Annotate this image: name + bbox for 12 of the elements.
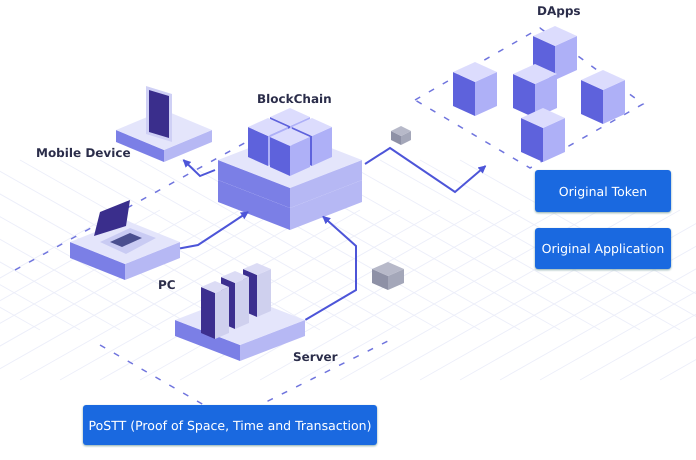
arrow [180,211,249,250]
info-box: PoSTT (Proof of Space, Time and Transaction) [83,405,377,445]
arrow [304,216,357,321]
node-label: BlockChain [257,92,332,106]
node-label: Mobile Device [36,146,131,160]
arrow [364,146,486,194]
arrow [182,159,216,178]
info-box: Original Application [535,228,671,269]
node-label: DApps [537,4,581,18]
node-label: Server [293,350,338,364]
info-box: Original Token [535,170,671,212]
node-label: PC [158,278,176,292]
